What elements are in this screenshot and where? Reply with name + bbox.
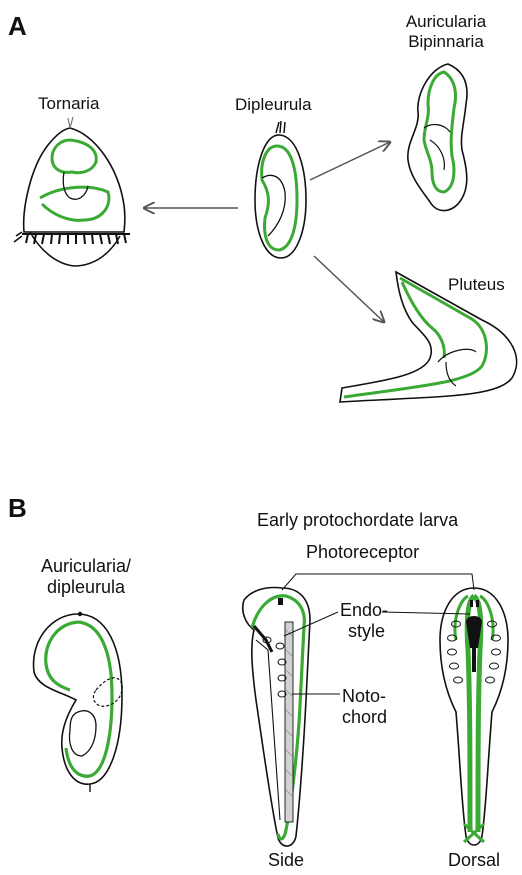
tornaria-larva [14, 117, 130, 266]
endostyle-line2: style [340, 621, 388, 642]
dipleurula-larva [255, 121, 306, 258]
notochord-line1: Noto- [342, 686, 387, 707]
auricularia-label-line1: Auricularia [390, 12, 502, 32]
panel-a-letter: A [8, 12, 27, 42]
protochordate-side-view [243, 588, 310, 847]
photoreceptor-label: Photoreceptor [306, 542, 419, 563]
bipinnaria-label-line2: Bipinnaria [390, 32, 502, 52]
dorsal-view-label: Dorsal [448, 850, 500, 871]
dipleurula-label: Dipleurula [235, 95, 312, 115]
pluteus-label: Pluteus [448, 275, 505, 295]
protochordate-title: Early protochordate larva [257, 510, 458, 531]
auricularia-dipleurula-label: Auricularia/ dipleurula [16, 556, 156, 597]
arrow-to-auricularia [310, 142, 390, 180]
auricularia-bipinnaria-label: Auricularia Bipinnaria [390, 12, 502, 51]
tornaria-label: Tornaria [38, 94, 99, 114]
side-view-label: Side [268, 850, 304, 871]
endostyle-line1: Endo- [340, 600, 388, 621]
auricularia-dipleurula-larva [34, 612, 123, 792]
notochord-line2: chord [342, 707, 387, 728]
panel-b-letter: B [8, 494, 27, 524]
auricularia-dipleurula-line2: dipleurula [16, 577, 156, 598]
photoreceptor-leader-line [282, 574, 474, 590]
auricularia-bipinnaria-larva [408, 64, 467, 211]
arrow-to-pluteus [314, 256, 384, 322]
endostyle-label: Endo- style [340, 600, 388, 641]
notochord-label: Noto- chord [342, 686, 387, 727]
auricularia-dipleurula-line1: Auricularia/ [16, 556, 156, 577]
protochordate-dorsal-view [440, 588, 508, 845]
